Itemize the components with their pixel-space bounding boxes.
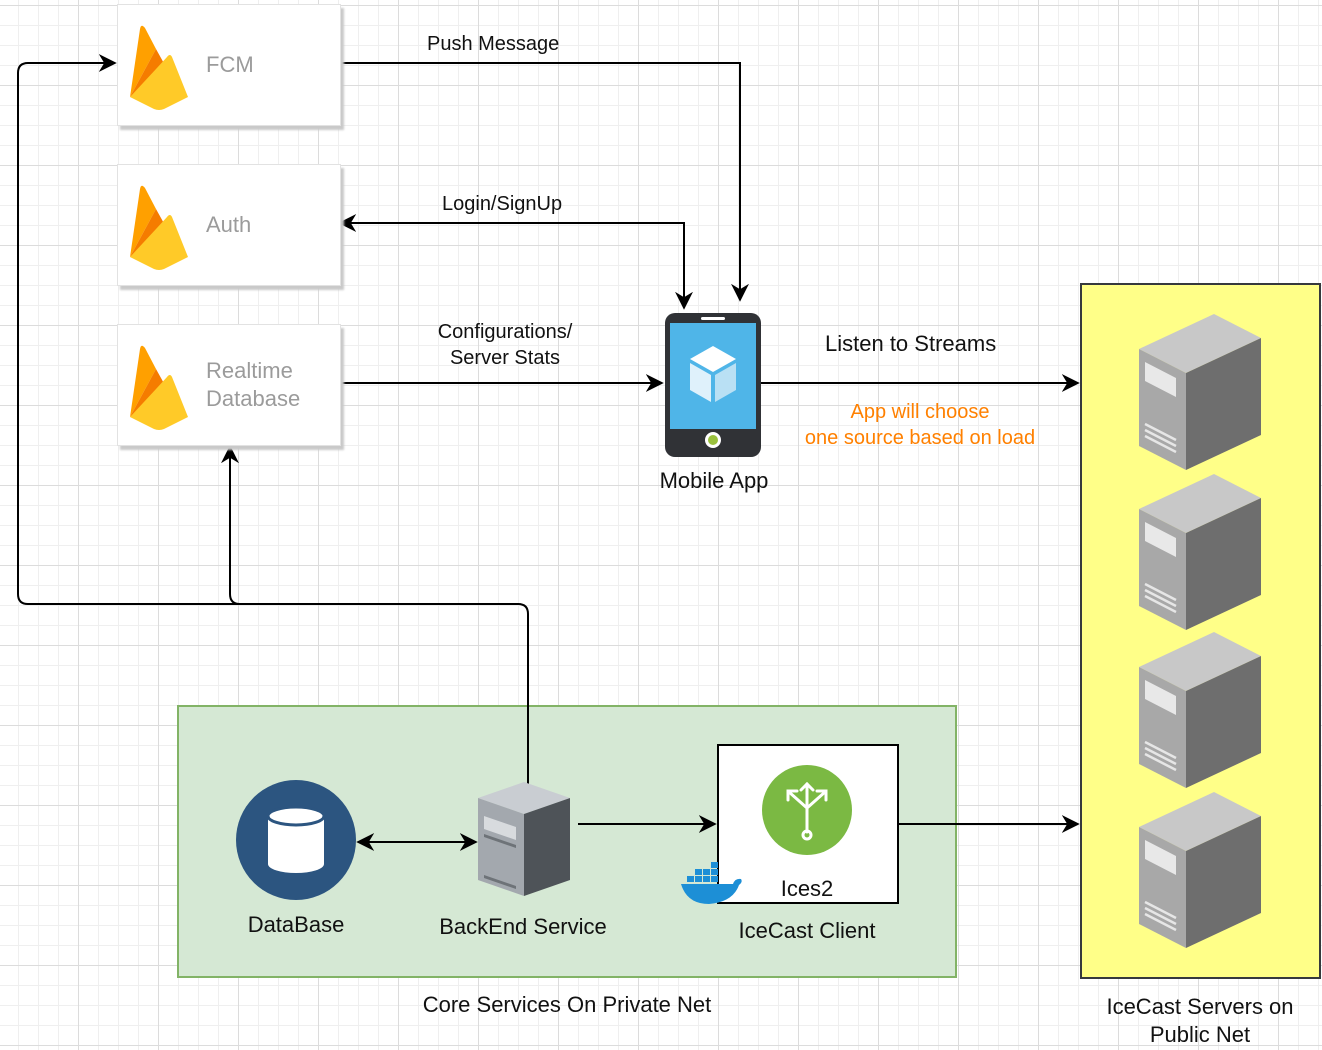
ices2-box[interactable]: Ices2: [717, 744, 899, 904]
icecast-client-label: IceCast Client: [738, 918, 876, 943]
edge-login-signup: [338, 214, 693, 310]
backend-server-icon[interactable]: [476, 780, 572, 898]
public-zone-label-line1: IceCast Servers on: [1106, 994, 1294, 1019]
backend-label: BackEnd Service: [439, 914, 607, 939]
core-zone-label: Core Services On Private Net: [422, 992, 712, 1017]
firebase-flame-icon: [130, 345, 188, 430]
realtime-label-line2: Database: [206, 386, 301, 411]
icecast-server-icon[interactable]: [1136, 312, 1264, 472]
auth-label: Auth: [206, 212, 252, 237]
configurations-label: Configurations/ Server Stats: [410, 319, 600, 371]
realtime-database-card[interactable]: Realtime Database: [117, 324, 341, 446]
realtime-label-line1: Realtime: [206, 358, 293, 383]
ices2-label: Ices2: [780, 876, 834, 901]
database-icon[interactable]: [236, 780, 356, 900]
edge-backend-to-realtime: [221, 445, 529, 785]
fcm-card[interactable]: FCM: [117, 4, 341, 126]
edge-push-message: [340, 62, 749, 302]
configurations-label-line2: Server Stats: [449, 347, 561, 369]
load-note-line1: App will choose: [850, 401, 990, 423]
public-zone-label: IceCast Servers on Public Net: [1080, 993, 1320, 1049]
load-note-line2: one source based on load: [804, 427, 1036, 449]
fcm-label: FCM: [206, 52, 254, 77]
icecast-server-icon[interactable]: [1136, 790, 1264, 950]
icecast-server-icon[interactable]: [1136, 472, 1264, 632]
push-message-label: Push Message: [427, 33, 560, 55]
listen-streams-label: Listen to Streams: [825, 331, 997, 356]
public-zone-label-line2: Public Net: [1149, 1022, 1251, 1047]
auth-card[interactable]: Auth: [117, 164, 341, 286]
database-label: DataBase: [247, 912, 345, 937]
firebase-flame-icon: [130, 25, 188, 110]
configurations-label-line1: Configurations/: [437, 321, 573, 343]
edge-backend-to-fcm: [17, 54, 240, 605]
icecast-server-icon[interactable]: [1136, 630, 1264, 790]
docker-whale-icon: [681, 862, 742, 904]
load-note: App will choose one source based on load: [780, 399, 1060, 451]
ices2-fanout-icon: [762, 765, 852, 855]
mobile-app-label: Mobile App: [659, 468, 769, 493]
mobile-phone-icon[interactable]: [664, 312, 762, 458]
firebase-flame-icon: [130, 185, 188, 270]
login-signup-label: Login/SignUp: [442, 193, 563, 215]
